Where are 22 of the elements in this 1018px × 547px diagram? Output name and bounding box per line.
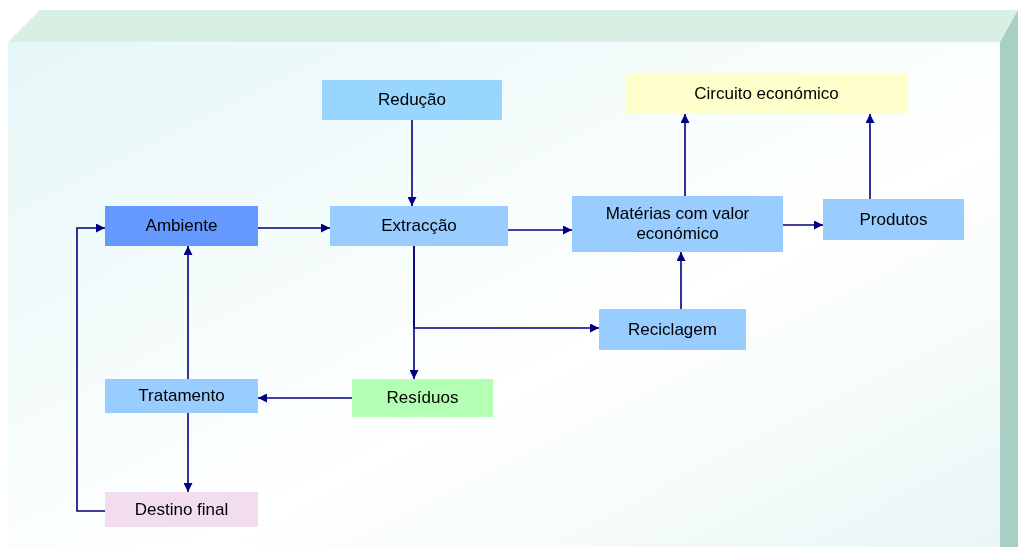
arrow — [680, 113, 690, 197]
process-box: Circuito económico — [626, 74, 907, 114]
arrow — [782, 220, 824, 230]
process-box: Redução — [322, 80, 502, 120]
process-box: Extracção — [330, 206, 508, 246]
process-box: Tratamento — [105, 379, 258, 413]
arrow — [865, 113, 875, 200]
arrow — [407, 119, 417, 207]
process-box: Resíduos — [352, 379, 493, 417]
arrow — [257, 393, 353, 403]
arrow — [183, 412, 193, 493]
arrow — [413, 245, 600, 333]
process-box: Produtos — [823, 199, 964, 240]
arrow — [676, 251, 686, 310]
process-box: Ambiente — [105, 206, 258, 246]
arrow — [76, 223, 106, 512]
arrow — [257, 223, 331, 233]
arrow — [183, 245, 193, 380]
arrow — [507, 225, 573, 235]
process-box: Destino final — [105, 492, 258, 527]
process-box: Reciclagem — [599, 309, 746, 350]
process-box: Matérias com valor económico — [572, 196, 783, 252]
